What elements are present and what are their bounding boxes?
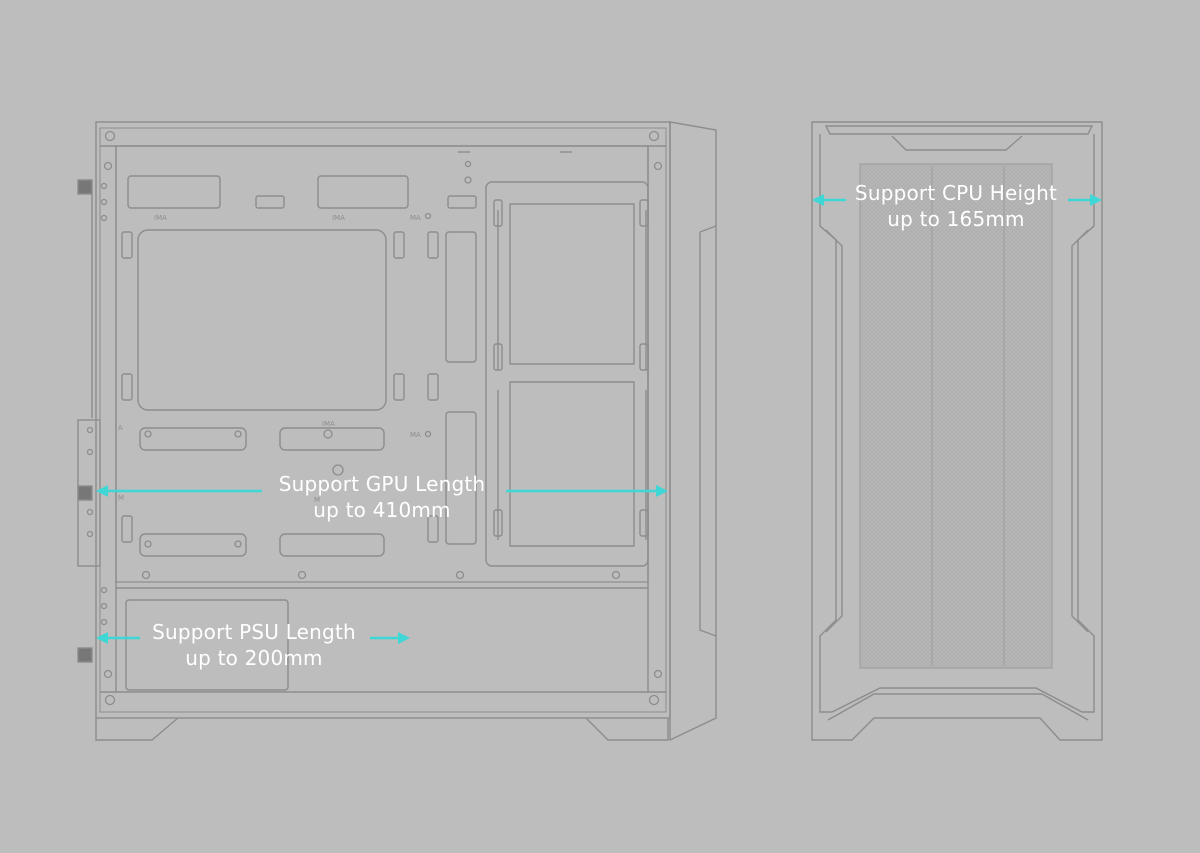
- cpu-label-line2: up to 165mm: [887, 207, 1025, 231]
- gpu-arrow-left-head: [96, 485, 108, 497]
- psu-arrow-right-head: [398, 632, 410, 644]
- dimension-arrows: [96, 194, 1102, 644]
- rear-foot: [95, 717, 179, 741]
- psu-label-line2: up to 200mm: [185, 646, 323, 670]
- psu-area: [125, 599, 289, 691]
- mark-b: IMA: [332, 214, 345, 222]
- mark-d: IMA: [322, 420, 335, 428]
- drive-cage: [485, 181, 649, 567]
- cpu-label-line1: Support CPU Height: [854, 181, 1058, 205]
- front-bezel-side: [669, 121, 717, 742]
- gpu-label-line1: Support GPU Length: [278, 472, 486, 496]
- cpu-arrow-left-head: [812, 194, 824, 206]
- tray-markings: IMA IMA MA IMA MA M M A: [118, 214, 421, 504]
- front-foot: [585, 717, 669, 741]
- psu-label-line1: Support PSU Length: [152, 620, 356, 644]
- psu-arrow-left-head: [96, 632, 108, 644]
- psu-length-label: Support PSU Length up to 200mm: [136, 619, 372, 671]
- front-mesh-panel: [859, 163, 1053, 669]
- cpu-height-label: Support CPU Height up to 165mm: [842, 180, 1070, 232]
- gpu-label-line2: up to 410mm: [313, 498, 451, 522]
- front-panel-contour: [819, 134, 1095, 713]
- side-view-case: [77, 121, 717, 742]
- gpu-arrow-right-head: [656, 485, 668, 497]
- front-view-case: [811, 121, 1103, 741]
- mark-e: MA: [410, 431, 421, 439]
- mark-f: M: [118, 494, 124, 502]
- mark-c: MA: [410, 214, 421, 222]
- front-outer-frame: [811, 121, 1103, 741]
- cpu-cutout: [137, 229, 387, 411]
- mark-a: IMA: [154, 214, 167, 222]
- cpu-arrow-right-head: [1090, 194, 1102, 206]
- gpu-length-label: Support GPU Length up to 410mm: [252, 471, 512, 523]
- mark-g: M: [314, 496, 320, 504]
- mark-h: A: [118, 424, 123, 432]
- screws: [86, 130, 663, 706]
